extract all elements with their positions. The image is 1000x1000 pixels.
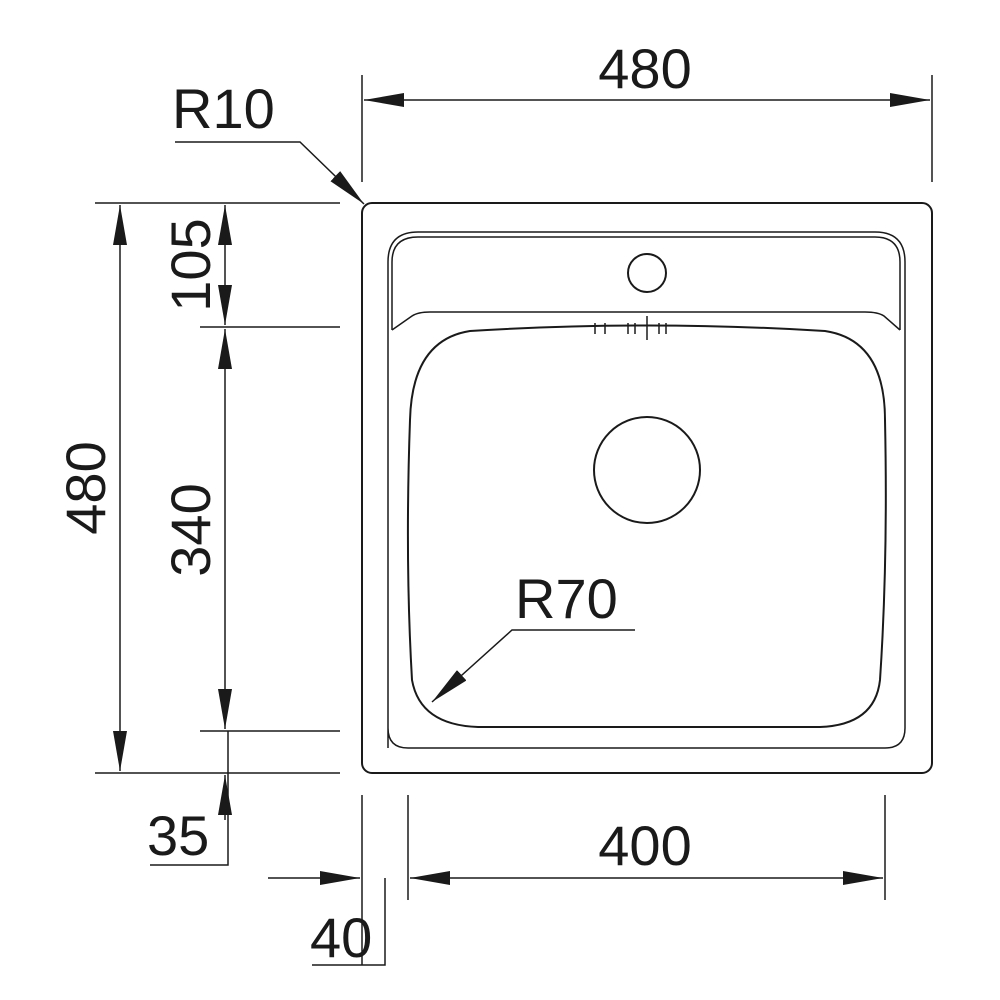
dim-bowl-vertical: 105 340 35 <box>147 205 340 867</box>
dim-label-105: 105 <box>159 218 222 311</box>
dim-label-340: 340 <box>159 483 222 576</box>
dim-label-height: 480 <box>54 441 117 534</box>
dim-bowl-radius: R70 <box>431 567 635 703</box>
drain-hole <box>593 416 701 524</box>
dim-label-width: 480 <box>598 37 691 100</box>
dim-label-r70: R70 <box>515 567 618 630</box>
sink-outline <box>361 202 933 774</box>
dim-label-400: 400 <box>598 814 691 877</box>
dim-label-35: 35 <box>147 804 209 867</box>
bowl-outline <box>406 324 887 728</box>
tap-hole <box>627 253 667 293</box>
dim-label-40: 40 <box>310 906 372 969</box>
dim-bottom-width: 400 40 <box>268 795 886 969</box>
dim-left-height: 480 <box>54 202 340 774</box>
overflow-marks <box>594 316 667 340</box>
dim-corner-radius: R10 <box>172 77 365 205</box>
dim-top-width: 480 <box>361 37 933 182</box>
dim-label-r10: R10 <box>172 77 275 140</box>
